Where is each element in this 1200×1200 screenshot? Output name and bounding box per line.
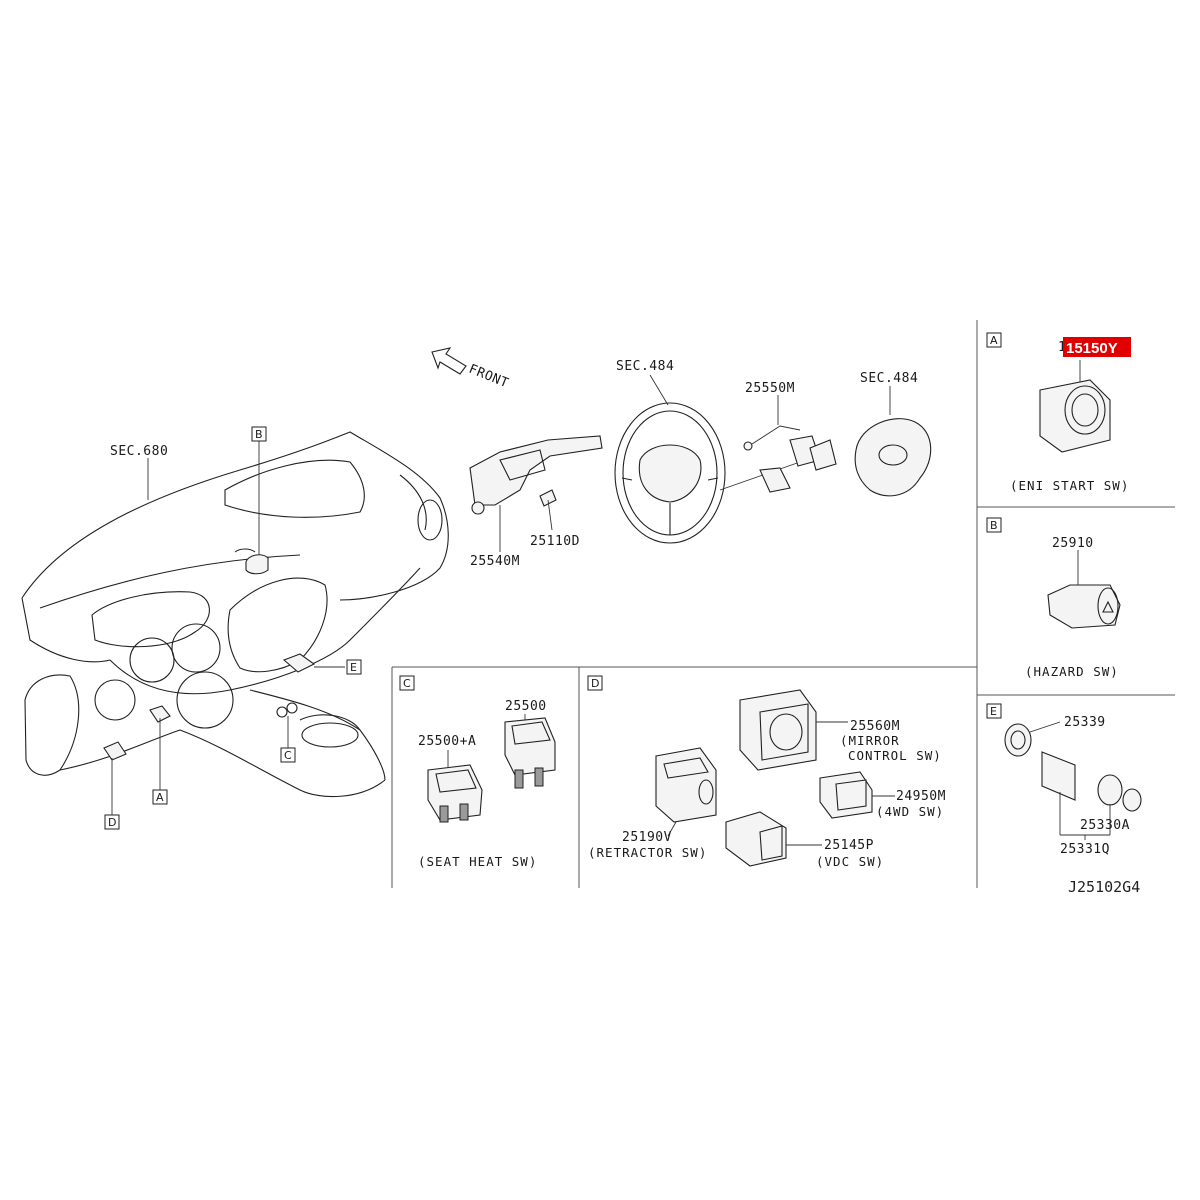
part-label-25500a: 25500+A bbox=[418, 734, 476, 749]
hazard-switch-drawing bbox=[1047, 550, 1121, 629]
airbag-module-drawing bbox=[854, 386, 932, 497]
part-label-25145p: 25145P bbox=[824, 838, 874, 853]
svg-text:A: A bbox=[990, 334, 998, 347]
diagram-code: J25102G4 bbox=[1068, 878, 1140, 896]
part-label-25339: 25339 bbox=[1064, 715, 1106, 730]
steering-switch-drawing bbox=[743, 395, 837, 493]
sec-484-label-a: SEC.484 bbox=[616, 359, 674, 374]
svg-text:D: D bbox=[591, 677, 599, 690]
callout-e: E bbox=[346, 659, 362, 675]
mirror-control-switch-drawing bbox=[739, 689, 848, 771]
highlight-box bbox=[1063, 337, 1131, 357]
sec-680-label: SEC.680 bbox=[110, 444, 168, 459]
caption-retractor-sw: (RETRACTOR SW) bbox=[588, 845, 707, 860]
panel-letter-e: E bbox=[986, 703, 1002, 719]
panel-letter-c: C bbox=[399, 675, 415, 691]
callout-d: D bbox=[104, 814, 120, 830]
callout-c: C bbox=[280, 747, 296, 763]
part-label-25500: 25500 bbox=[505, 699, 547, 714]
caption-start-sw: (ENI START SW) bbox=[1010, 478, 1129, 493]
svg-text:E: E bbox=[990, 705, 997, 718]
caption-vdc-sw: (VDC SW) bbox=[816, 854, 884, 869]
part-label-25190v: 25190V bbox=[622, 830, 672, 845]
svg-text:A: A bbox=[156, 791, 164, 804]
svg-text:C: C bbox=[284, 749, 292, 762]
engine-start-switch-drawing bbox=[1039, 360, 1111, 453]
panel-frames bbox=[391, 320, 1175, 888]
panel-letter-a: A bbox=[986, 332, 1002, 348]
vdc-switch-drawing bbox=[725, 811, 822, 867]
svg-text:B: B bbox=[990, 519, 998, 532]
callout-b: B bbox=[251, 426, 267, 442]
svg-text:B: B bbox=[255, 428, 263, 441]
part-label-25550m: 25550M bbox=[745, 381, 795, 396]
caption-seat-heat-sw: (SEAT HEAT SW) bbox=[418, 854, 537, 869]
power-socket-drawing bbox=[1004, 721, 1142, 840]
svg-text:E: E bbox=[350, 661, 357, 674]
part-label-15150y: 15150Y bbox=[1066, 340, 1118, 357]
caption-mirror-1: (MIRROR bbox=[840, 733, 900, 748]
svg-text:D: D bbox=[108, 816, 116, 829]
caption-4wd-sw: (4WD SW) bbox=[876, 804, 944, 819]
steering-wheel-drawing bbox=[614, 374, 801, 544]
part-label-25910: 25910 bbox=[1052, 536, 1094, 551]
part-label-25330a: 25330A bbox=[1080, 818, 1130, 833]
part-label-25331q: 25331Q bbox=[1060, 842, 1110, 857]
part-label-25560m: 25560M bbox=[850, 719, 900, 734]
combination-switch-drawing bbox=[469, 435, 603, 552]
panel-letter-d: D bbox=[587, 675, 603, 691]
callout-a: A bbox=[152, 789, 168, 805]
instrument-panel-drawing bbox=[21, 431, 449, 815]
retractor-switch-drawing bbox=[655, 747, 717, 837]
4wd-switch-drawing bbox=[819, 771, 895, 819]
front-arrow: FRONT bbox=[431, 347, 511, 392]
part-label-25540m: 25540M bbox=[470, 554, 520, 569]
seat-heat-switch-drawing bbox=[427, 714, 556, 823]
svg-text:C: C bbox=[403, 677, 411, 690]
part-label-15150y-prefix: 1 bbox=[1058, 340, 1066, 355]
caption-hazard-sw: (HAZARD SW) bbox=[1025, 664, 1119, 679]
sec-484-label-b: SEC.484 bbox=[860, 371, 918, 386]
part-label-25110d: 25110D bbox=[530, 534, 580, 549]
part-label-24950m: 24950M bbox=[896, 789, 946, 804]
panel-letter-b: B bbox=[986, 517, 1002, 533]
svg-text:FRONT: FRONT bbox=[467, 362, 511, 392]
caption-mirror-2: CONTROL SW) bbox=[848, 748, 942, 763]
